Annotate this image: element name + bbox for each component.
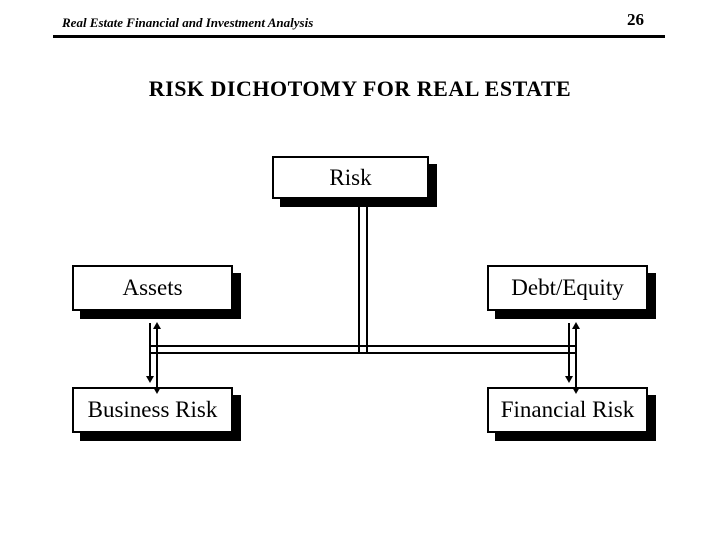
connector-horizontal-line-1: [150, 345, 577, 347]
page-number: 26: [627, 10, 644, 29]
arrow-up-icon: [572, 322, 580, 329]
arrow-down-icon: [565, 376, 573, 383]
node-financial-risk-label: Financial Risk: [500, 397, 635, 422]
arrow-down-icon: [572, 387, 580, 394]
node-business-risk: Business Risk: [72, 387, 233, 433]
node-business-risk-label: Business Risk: [87, 397, 218, 422]
node-debt-equity: Debt/Equity: [487, 265, 648, 311]
connector-risk-vertical-line-2: [366, 207, 368, 354]
connector-horizontal-line-2: [150, 352, 577, 354]
connector-risk-vertical-line-1: [358, 207, 360, 354]
node-risk-label: Risk: [329, 164, 372, 190]
header-title: Real Estate Financial and Investment Ana…: [62, 15, 314, 30]
connector-assets-business-line-2: [156, 329, 158, 389]
slide-title: RISK DICHOTOMY FOR REAL ESTATE: [148, 76, 572, 101]
node-assets-label: Assets: [122, 275, 183, 300]
node-risk: Risk: [272, 156, 429, 199]
connector-assets-business-line-1: [149, 323, 151, 378]
node-assets: Assets: [72, 265, 233, 311]
arrow-down-icon: [146, 376, 154, 383]
header-rule: [53, 35, 665, 38]
node-financial-risk: Financial Risk: [487, 387, 648, 433]
arrow-up-icon: [153, 322, 161, 329]
connector-debt-financial-line-2: [575, 329, 577, 389]
connector-debt-financial-line-1: [568, 323, 570, 378]
node-debt-equity-label: Debt/Equity: [511, 275, 624, 300]
arrow-down-icon: [153, 387, 161, 394]
